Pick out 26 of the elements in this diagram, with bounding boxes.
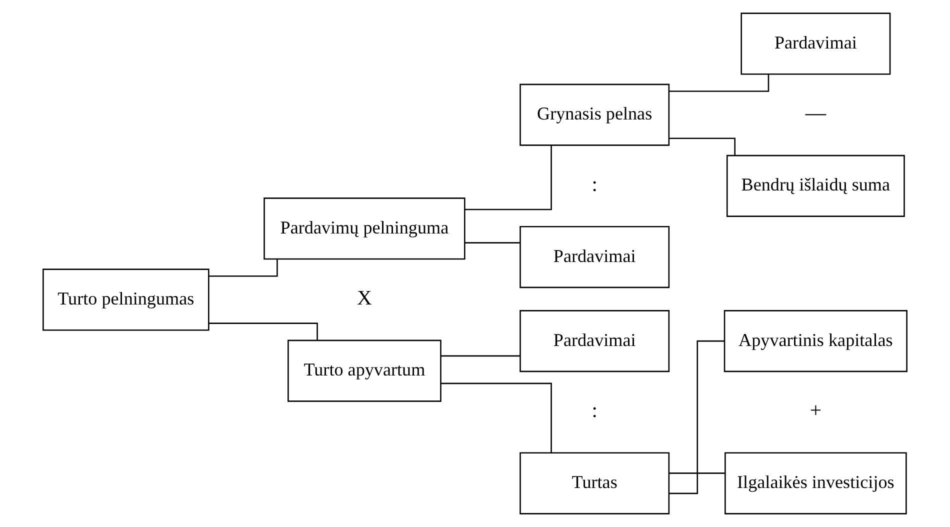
node-box: Apyvartinis kapitalas: [724, 310, 908, 372]
label: :: [592, 174, 598, 196]
label: —: [805, 102, 826, 125]
node-box: Pardavimai: [520, 226, 670, 288]
connector: [441, 355, 520, 357]
node-box: Bendrų išlaidų suma: [726, 154, 905, 217]
connector: [208, 322, 318, 340]
connector: [669, 74, 770, 92]
node-box: Turto apyvartum: [288, 340, 442, 402]
connector: [209, 260, 278, 277]
connector: [669, 340, 724, 494]
label: X: [356, 288, 372, 310]
connector: [669, 138, 736, 156]
label: :: [592, 400, 598, 422]
node-box: Pardavimai: [740, 12, 891, 75]
node-box: Turtas: [520, 452, 670, 514]
node-box: Grynasis pelnas: [520, 84, 670, 146]
node-box: Ilgalaikės investicijos: [724, 452, 907, 514]
connector: [464, 145, 552, 210]
node-box: Pardavimų pelninguma: [264, 198, 466, 260]
node-box: Turto pelningumas: [42, 268, 210, 331]
connector: [464, 242, 520, 244]
connector: [669, 472, 725, 474]
label: +: [810, 400, 822, 422]
node-box: Pardavimai: [520, 310, 670, 372]
connector: [440, 382, 552, 453]
